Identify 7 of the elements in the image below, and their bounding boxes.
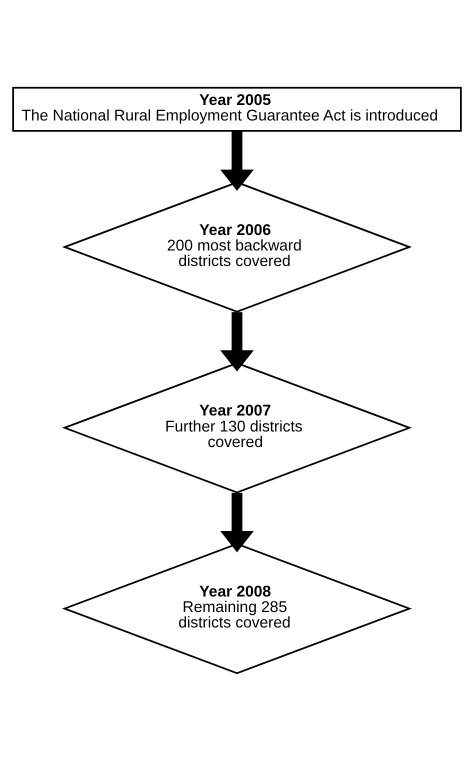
node-diamond: Year 2007 Further 130 districts covered (62, 362, 412, 493)
node-box: Year 2005 The National Rural Employment Guarantee Act is introduced (12, 86, 462, 132)
arrow (220, 130, 254, 190)
arrow (220, 312, 254, 372)
node-diamond: Year 2008 Remaining 285 districts covered (62, 542, 412, 674)
arrow (220, 492, 254, 552)
node-diamond: Year 2006 200 most backward districts covered (62, 180, 412, 312)
